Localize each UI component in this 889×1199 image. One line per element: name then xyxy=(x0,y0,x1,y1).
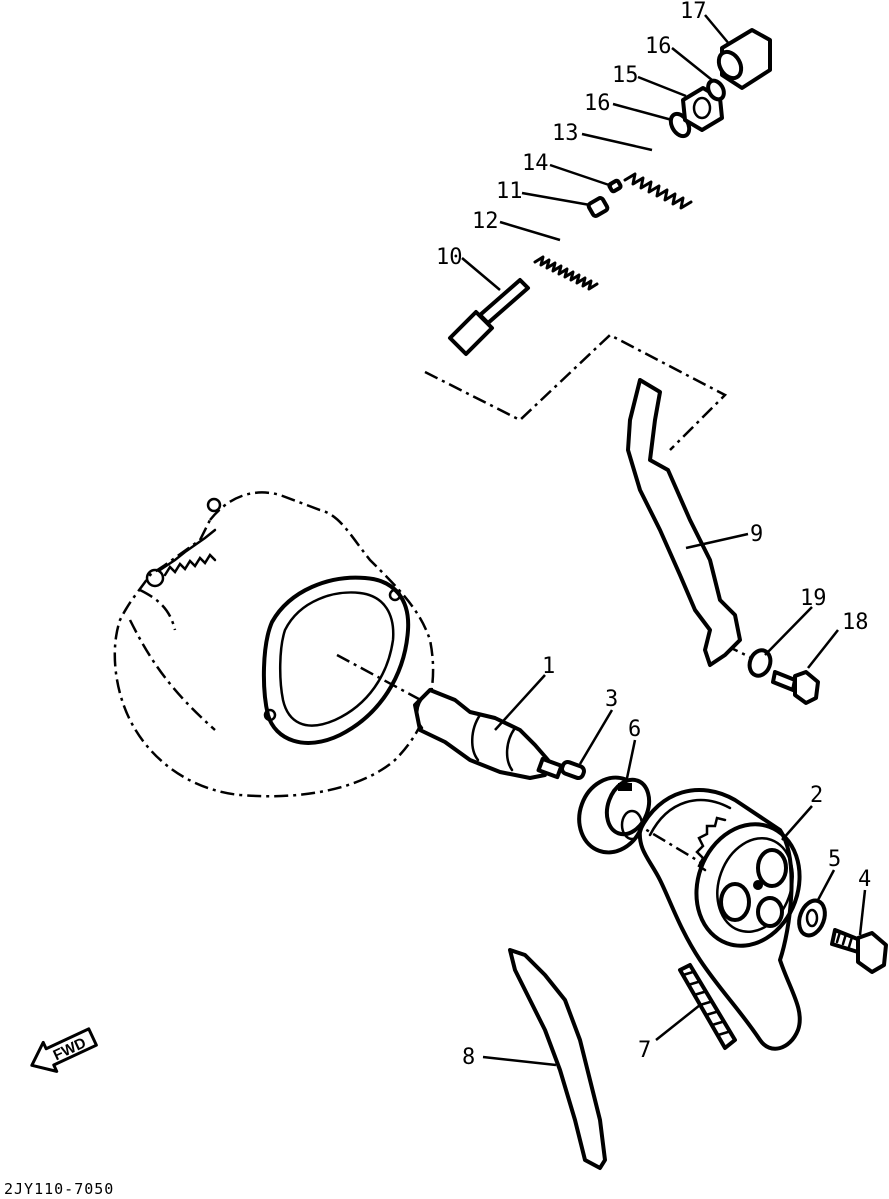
cam-sprocket xyxy=(694,816,802,948)
callout-4: 4 xyxy=(858,867,871,892)
o-ring-upper xyxy=(706,78,726,102)
tensioner-rod xyxy=(448,278,530,356)
guide-washer xyxy=(747,648,773,678)
callout-13: 13 xyxy=(552,121,579,146)
callout-19: 19 xyxy=(800,586,827,611)
tensioner-collar xyxy=(586,196,610,218)
guide-bolt xyxy=(771,670,820,705)
tensioner-spring-large xyxy=(623,172,693,210)
callout-16-lower: 16 xyxy=(584,91,611,116)
callout-15: 15 xyxy=(612,63,639,88)
callout-14: 14 xyxy=(522,151,549,176)
callout-1: 1 xyxy=(542,654,555,679)
callout-3: 3 xyxy=(605,687,618,712)
cam-chain xyxy=(637,788,802,1051)
callout-8: 8 xyxy=(462,1045,475,1070)
dowel-pin xyxy=(560,760,586,780)
callout-10: 10 xyxy=(436,245,463,270)
callout-11: 11 xyxy=(496,179,523,204)
callout-18: 18 xyxy=(842,610,869,635)
camshaft xyxy=(413,688,564,780)
tensioner-spring-small xyxy=(533,255,599,291)
spring-seat xyxy=(607,178,623,194)
callout-7: 7 xyxy=(638,1038,651,1063)
chain-guide-front xyxy=(508,948,607,1170)
callout-6: 6 xyxy=(628,717,641,742)
callouts: 1 2 3 4 5 6 7 8 9 10 11 12 13 14 15 16 1… xyxy=(436,0,871,1070)
decompressor-collar xyxy=(577,775,652,855)
callout-16-upper: 16 xyxy=(645,34,672,59)
cylinder-head xyxy=(113,491,435,798)
callout-5: 5 xyxy=(828,847,841,872)
callout-12: 12 xyxy=(472,209,499,234)
fwd-arrow: FWD xyxy=(30,1027,98,1073)
diagram-code: 2JY110-7050 xyxy=(4,1180,115,1198)
callout-9: 9 xyxy=(750,522,763,547)
sprocket-bolt xyxy=(830,928,888,974)
assembly-bracket-line xyxy=(424,333,728,451)
tensioner-cap xyxy=(716,28,772,90)
washer xyxy=(797,898,827,938)
leader-lines xyxy=(461,14,867,1067)
callout-17: 17 xyxy=(680,0,707,24)
chain-guide-rear xyxy=(626,378,742,667)
callout-2: 2 xyxy=(810,783,823,808)
axis-line-camshaft xyxy=(336,653,431,707)
